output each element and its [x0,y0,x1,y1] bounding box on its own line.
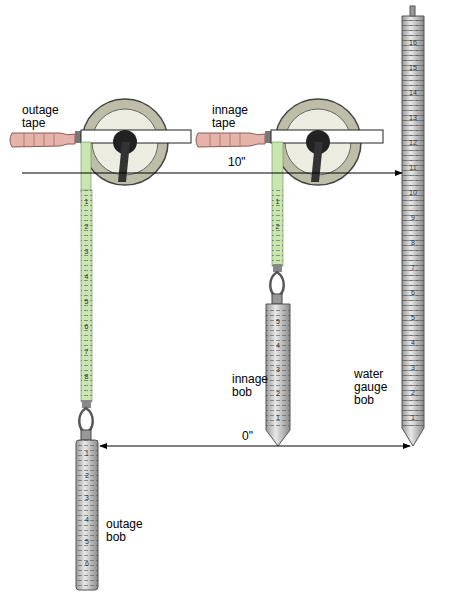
dimension-line [100,446,410,447]
scale-number: 6 [81,323,92,331]
dimension-label: 0" [240,430,255,443]
scale-number: 3 [270,366,286,374]
outage-bob [76,440,98,590]
part-label: outage bob [106,518,152,544]
innage-tape-reel [196,99,383,304]
innage-bob [266,304,290,446]
scale-number: 1 [405,414,421,422]
scale-number: 3 [79,494,95,502]
scale-number: 11 [405,164,421,172]
scale-number: 10 [405,189,421,197]
part-label: innage bob [232,373,272,399]
scale-number: 3 [405,364,421,372]
scale-number: 8 [405,239,421,247]
scale-number: 2 [270,390,286,398]
scale-number: 2 [81,223,92,231]
water-gauge-bob [402,16,424,446]
part-label: outage tape [22,104,74,130]
scale-number: 16 [405,39,421,47]
scale-number: 9 [405,214,421,222]
scale-number: 2 [405,389,421,397]
scale-number: 5 [79,538,95,546]
scale-number: 8 [81,373,92,381]
scale-number: 2 [272,223,283,231]
scale-number: 6 [405,289,421,297]
scale-number: 14 [405,89,421,97]
scale-number: 4 [405,339,421,347]
scale-number: 2 [79,472,95,480]
scale-number: 5 [405,314,421,322]
scale-number: 6 [79,560,95,568]
scale-number: 1 [79,450,95,458]
part-label: innage tape [212,104,264,130]
scale-number: 4 [270,342,286,350]
scale-number: 4 [81,273,92,281]
scale-number: 1 [272,198,283,206]
dimension-line [22,173,402,174]
dimension-label: 10" [226,156,248,169]
scale-number: 4 [79,516,95,524]
scale-number: 12 [405,139,421,147]
scale-number: 15 [405,64,421,72]
scale-number: 7 [81,348,92,356]
scale-number: 5 [81,298,92,306]
scale-number: 13 [405,114,421,122]
part-label: water gauge bob [354,368,398,407]
scale-number: 7 [405,264,421,272]
scale-number: 5 [270,318,286,326]
scale-number: 1 [270,414,286,422]
scale-number: 1 [81,198,92,206]
scale-number: 3 [81,248,92,256]
outage-tape-reel [10,99,191,440]
